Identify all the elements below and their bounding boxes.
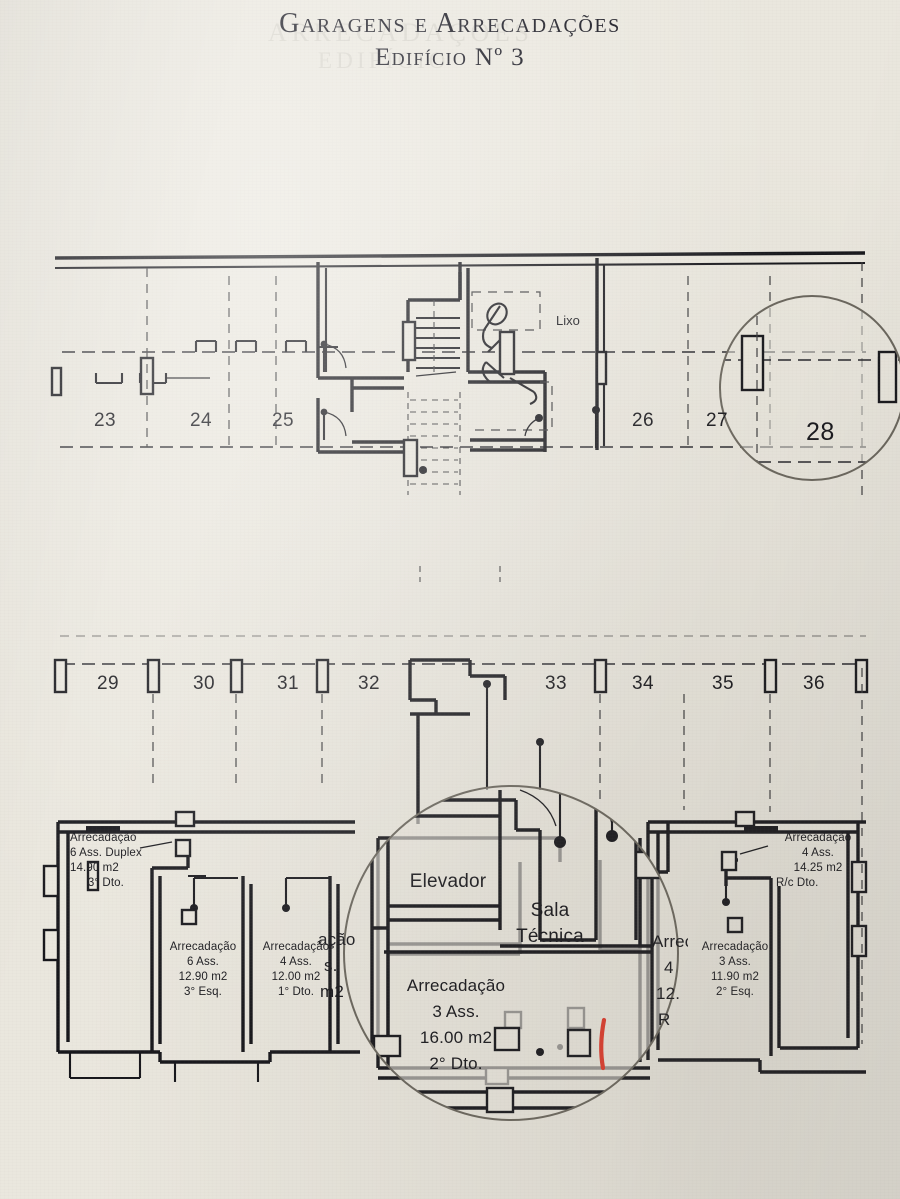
bay-label-34: 34 bbox=[632, 673, 654, 694]
storage-units: 4 Ass. bbox=[801, 846, 834, 859]
storage-floor: 3° Dto. bbox=[87, 876, 124, 889]
bay-label-26: 26 bbox=[632, 410, 654, 431]
storage-title: Arrecadação bbox=[70, 832, 137, 844]
storage-area: 12.00 m2 bbox=[271, 970, 321, 983]
room-label-elevador: Elevador bbox=[409, 871, 487, 892]
loupe-clip-left-line2: s. bbox=[324, 956, 338, 975]
loupe-lower-ring bbox=[343, 785, 679, 1121]
storage-area: 14.90 m2 bbox=[70, 861, 119, 874]
storage-area: 12.90 m2 bbox=[178, 970, 228, 983]
page-subtitle: Edifício Nº 3 bbox=[375, 44, 525, 72]
storage-area: 11.90 m2 bbox=[710, 970, 759, 983]
storage-floor: 3° Esq. bbox=[183, 985, 222, 998]
storage-floor: 2° Esq. bbox=[715, 985, 754, 998]
storage-area: 14.25 m2 bbox=[793, 861, 843, 874]
bay-label-24: 24 bbox=[190, 410, 212, 431]
storage-label-4ass-rc-dto: Arrecadação 4 Ass. 14.25 m2 R/c Dto. bbox=[776, 831, 860, 891]
storage-label-3ass-2esq: Arrecadação 3 Ass. 11.90 m2 2° Esq. bbox=[690, 940, 780, 1000]
storage-label-6ass-duplex: Arrecadação 6 Ass. Duplex 14.90 m2 3° Dt… bbox=[70, 831, 142, 891]
bay-label-36: 36 bbox=[803, 673, 825, 694]
loupe-storage-title: Arrecadação bbox=[406, 976, 506, 995]
bay-label-27: 27 bbox=[706, 410, 728, 431]
bay-label-27-clip: 27 bbox=[706, 404, 728, 438]
room-label-sala: Sala bbox=[530, 900, 570, 921]
bay-label-35: 35 bbox=[712, 673, 734, 694]
storage-floor: R/c Dto. bbox=[776, 876, 819, 889]
red-pen-mark bbox=[599, 1017, 607, 1071]
loupe-storage-floor: 2° Dto. bbox=[429, 1054, 483, 1073]
bay-label-30: 30 bbox=[193, 673, 215, 694]
loupe-storage-area: 16.00 m2 bbox=[419, 1028, 493, 1047]
bay-label-29: 29 bbox=[97, 673, 119, 694]
loupe-clip-left-line3: m2 bbox=[320, 982, 344, 1001]
storage-label-4ass-1dto-clip: Arrecadação 4 Ass. 12.00 m2 1° Dto. bbox=[248, 940, 344, 1006]
storage-floor: 1° Dto. bbox=[277, 985, 315, 998]
bay-label-33: 33 bbox=[545, 673, 567, 694]
storage-units: 4 Ass. bbox=[279, 955, 312, 968]
bay-label-28: 28 bbox=[806, 418, 835, 446]
loupe-clip-right-line4: R bbox=[658, 1010, 671, 1029]
loupe-clip-right-line2: 4 bbox=[664, 958, 674, 977]
storage-label-6ass-3esq: Arrecadação 6 Ass. 12.90 m2 3° Esq. bbox=[158, 940, 248, 1000]
storage-title: Arrecadação bbox=[784, 832, 852, 844]
storage-title: Arrecadação bbox=[262, 941, 330, 953]
sheet-heading: Garagens e Arrecadações Edifício Nº 3 bbox=[0, 8, 900, 75]
storage-units: 3 Ass. bbox=[718, 955, 751, 968]
loupe-clip-left: ação s. m2 bbox=[318, 928, 378, 1010]
loupe-clip-left-line1: ação bbox=[318, 930, 356, 949]
bay-label-31: 31 bbox=[277, 673, 299, 694]
room-label-lixo: Lixo bbox=[556, 313, 580, 328]
page-title: Garagens e Arrecadações bbox=[279, 8, 621, 39]
loupe-clip-right-line1: Arrec bbox=[652, 932, 688, 951]
storage-title: Arrecadação bbox=[169, 941, 237, 953]
storage-units: 6 Ass. bbox=[186, 955, 219, 968]
bay-label-23: 23 bbox=[94, 410, 116, 431]
storage-units: 6 Ass. Duplex bbox=[70, 846, 142, 859]
loupe-clip-right: Arrec 4 12. R bbox=[652, 930, 688, 1038]
storage-title: Arrecadação bbox=[701, 941, 769, 953]
loupe-lower-text-clip: Elevador Sala Técnica Arrecadação 3 Ass.… bbox=[344, 786, 678, 1120]
loupe-storage-units: 3 Ass. bbox=[432, 1002, 480, 1021]
bay-label-25: 25 bbox=[272, 410, 294, 431]
bay-label-32: 32 bbox=[358, 673, 380, 694]
storage-label-4ass-1dto: Arrecadação 4 Ass. 12.00 m2 1° Dto. bbox=[248, 940, 344, 1000]
room-label-tecnica: Técnica bbox=[516, 926, 584, 947]
loupe-upper-ring bbox=[719, 295, 900, 481]
loupe-clip-right-line3: 12. bbox=[656, 984, 681, 1003]
